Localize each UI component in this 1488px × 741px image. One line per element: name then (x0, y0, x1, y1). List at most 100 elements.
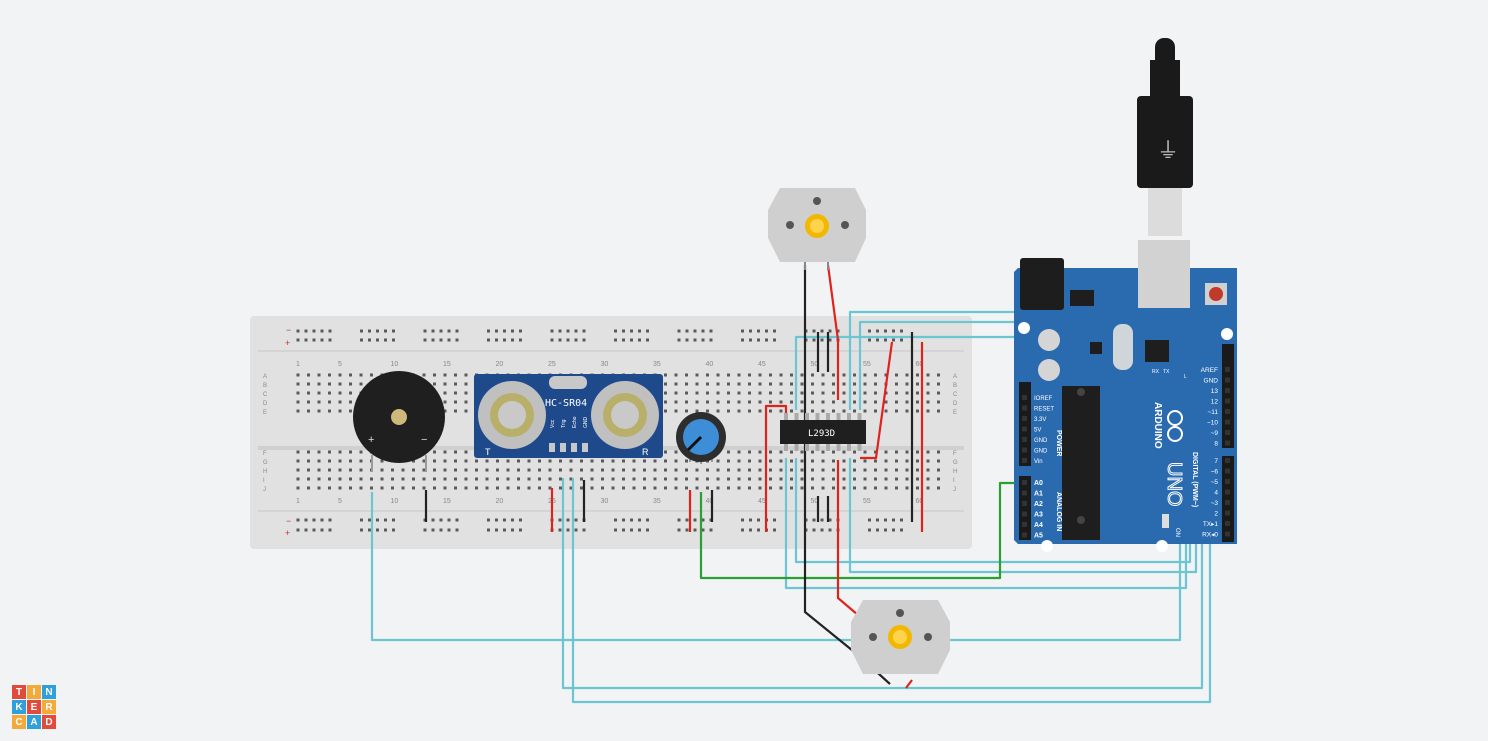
breadboard-hole[interactable] (317, 486, 321, 490)
breadboard-hole[interactable] (370, 477, 373, 481)
breadboard-hole[interactable] (905, 477, 909, 481)
breadboard-hole[interactable] (433, 468, 436, 472)
rail-hole[interactable] (701, 518, 705, 522)
rail-hole[interactable] (638, 528, 641, 532)
breadboard-hole[interactable] (905, 486, 909, 490)
breadboard-hole[interactable] (412, 486, 415, 490)
breadboard-hole[interactable] (758, 468, 762, 472)
wire-power-5[interactable] (836, 460, 859, 616)
breadboard-hole[interactable] (328, 450, 331, 454)
breadboard-hole[interactable] (874, 382, 877, 386)
breadboard-hole[interactable] (748, 459, 751, 463)
breadboard-hole[interactable] (842, 450, 846, 454)
breadboard-hole[interactable] (811, 468, 814, 472)
breadboard-hole[interactable] (695, 468, 699, 472)
rail-hole[interactable] (312, 338, 316, 342)
potentiometer[interactable] (676, 412, 726, 464)
rail-hole[interactable] (495, 338, 498, 342)
breadboard-hole[interactable] (359, 477, 363, 481)
breadboard-hole[interactable] (853, 450, 856, 454)
breadboard-hole[interactable] (706, 468, 709, 472)
breadboard-hole[interactable] (811, 450, 814, 454)
rail-hole[interactable] (503, 338, 506, 342)
breadboard-hole[interactable] (643, 459, 646, 463)
breadboard-hole[interactable] (674, 486, 678, 490)
breadboard-hole[interactable] (317, 373, 321, 377)
breadboard-hole[interactable] (569, 459, 573, 463)
wire-power-8[interactable] (905, 679, 913, 689)
breadboard-hole[interactable] (863, 382, 867, 386)
breadboard-hole[interactable] (926, 468, 930, 472)
breadboard-hole[interactable] (874, 477, 877, 481)
breadboard-hole[interactable] (391, 468, 394, 472)
rail-hole[interactable] (503, 528, 506, 532)
breadboard-hole[interactable] (874, 450, 877, 454)
breadboard-hole[interactable] (527, 459, 531, 463)
breadboard-hole[interactable] (664, 382, 667, 386)
breadboard-hole[interactable] (538, 468, 541, 472)
breadboard-hole[interactable] (422, 477, 426, 481)
breadboard-hole[interactable] (821, 477, 825, 481)
breadboard-hole[interactable] (779, 400, 783, 404)
breadboard-hole[interactable] (916, 409, 919, 413)
rail-hole[interactable] (749, 338, 752, 342)
breadboard-hole[interactable] (842, 400, 846, 404)
rail-hole[interactable] (423, 528, 427, 532)
breadboard-hole[interactable] (926, 409, 930, 413)
header-pin[interactable] (1225, 489, 1230, 495)
rail-hole[interactable] (677, 338, 681, 342)
breadboard-hole[interactable] (307, 400, 310, 404)
breadboard-hole[interactable] (349, 382, 352, 386)
breadboard-hole[interactable] (916, 459, 919, 463)
breadboard-hole[interactable] (349, 391, 352, 395)
breadboard-hole[interactable] (632, 486, 636, 490)
breadboard-hole[interactable] (317, 400, 321, 404)
breadboard-hole[interactable] (800, 391, 804, 395)
rail-hole[interactable] (812, 528, 816, 532)
dc-motor-bottom[interactable] (851, 600, 950, 674)
breadboard-hole[interactable] (916, 486, 919, 490)
header-pin[interactable] (1225, 510, 1230, 516)
rail-hole[interactable] (519, 329, 522, 333)
rail-hole[interactable] (773, 528, 776, 532)
rail-hole[interactable] (558, 518, 562, 522)
breadboard-hole[interactable] (328, 477, 331, 481)
breadboard-hole[interactable] (506, 459, 510, 463)
rail-hole[interactable] (876, 518, 879, 522)
breadboard-hole[interactable] (674, 400, 678, 404)
breadboard-hole[interactable] (370, 486, 373, 490)
breadboard-hole[interactable] (328, 486, 331, 490)
breadboard-hole[interactable] (695, 486, 699, 490)
breadboard-hole[interactable] (317, 450, 321, 454)
header-pin[interactable] (1225, 409, 1230, 414)
breadboard-hole[interactable] (653, 477, 657, 481)
breadboard-hole[interactable] (454, 459, 457, 463)
breadboard-hole[interactable] (842, 468, 846, 472)
breadboard-hole[interactable] (401, 486, 405, 490)
breadboard-hole[interactable] (695, 391, 699, 395)
breadboard-hole[interactable] (769, 409, 772, 413)
rail-hole[interactable] (360, 338, 363, 342)
breadboard-hole[interactable] (317, 382, 321, 386)
breadboard-hole[interactable] (937, 400, 940, 404)
breadboard-hole[interactable] (716, 459, 720, 463)
rail-hole[interactable] (765, 329, 768, 333)
breadboard-hole[interactable] (307, 459, 310, 463)
breadboard-hole[interactable] (338, 400, 342, 404)
breadboard-hole[interactable] (800, 373, 804, 377)
breadboard-hole[interactable] (328, 382, 331, 386)
breadboard-hole[interactable] (328, 468, 331, 472)
rail-hole[interactable] (431, 518, 435, 522)
breadboard-hole[interactable] (790, 409, 793, 413)
breadboard-hole[interactable] (853, 382, 856, 386)
rail-hole[interactable] (439, 329, 443, 333)
breadboard-hole[interactable] (811, 477, 814, 481)
rail-hole[interactable] (447, 528, 451, 532)
breadboard-hole[interactable] (611, 477, 615, 481)
rail-hole[interactable] (487, 518, 490, 522)
breadboard-hole[interactable] (475, 468, 478, 472)
breadboard-hole[interactable] (664, 373, 667, 377)
rail-hole[interactable] (368, 518, 371, 522)
rail-hole[interactable] (900, 518, 903, 522)
rail-hole[interactable] (709, 528, 713, 532)
